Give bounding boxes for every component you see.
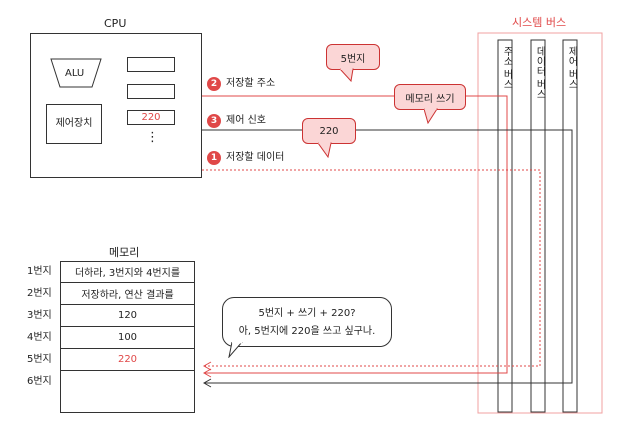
address-value: 5번지 (340, 53, 366, 65)
control-unit-label: 제어장치 (55, 118, 93, 129)
memory-cell-content: 더하라, 3번지와 4번지를 (74, 268, 181, 279)
address-bus-column (497, 39, 513, 413)
address-bus-label: 주소 버스 (501, 46, 512, 90)
memory-address: 3번지 (27, 310, 52, 321)
register-value: 220 (141, 111, 161, 123)
data-bubble-tail (318, 142, 332, 158)
memory-cell-content: 100 (117, 332, 138, 343)
control-step-number: 3 (207, 114, 221, 128)
data-step-number: 1 (207, 151, 221, 165)
address-arrow (202, 368, 212, 378)
memory-cell: 더하라, 3번지와 4번지를 (60, 261, 195, 283)
memory-cell: 220 (60, 349, 195, 371)
control-line (202, 129, 573, 384)
memory-address: 2번지 (27, 288, 52, 299)
alu-shape (50, 58, 102, 88)
control-bus-column (562, 39, 578, 413)
memory-cell: 저장하라, 연산 결과를 (60, 283, 195, 305)
system-bus-title: 시스템 버스 (512, 16, 567, 29)
register-1 (127, 57, 175, 72)
control-arrow (202, 378, 212, 388)
memory-box (60, 261, 195, 413)
speech-bubble: 5번지 + 쓰기 + 220? 아, 5번지에 220을 쓰고 싶구나. (222, 297, 392, 347)
data-bus-column (530, 39, 546, 413)
speech-line-1: 5번지 + 쓰기 + 220? (258, 308, 356, 319)
control-bus-label: 제어 버스 (566, 46, 577, 90)
address-value-bubble: 5번지 (326, 44, 380, 70)
memory-address: 6번지 (27, 376, 52, 387)
memory-cell (60, 371, 195, 393)
data-value: 220 (319, 125, 339, 137)
cpu-title: CPU (104, 17, 127, 30)
control-value: 메모리 쓰기 (405, 93, 455, 105)
address-line (202, 95, 508, 374)
memory-cell-content: 220 (117, 354, 138, 365)
address-signal-label: 저장할 주소 (226, 78, 276, 89)
control-value-bubble: 메모리 쓰기 (394, 84, 466, 110)
register-2 (127, 84, 175, 99)
memory-title: 메모리 (109, 246, 140, 259)
data-value-bubble: 220 (302, 118, 356, 144)
data-signal-label: 저장할 데이터 (226, 152, 285, 163)
data-bus-label: 데이터 버스 (534, 46, 545, 100)
control-unit: 제어장치 (46, 104, 102, 144)
memory-cell: 120 (60, 305, 195, 327)
control-bubble-tail (424, 108, 438, 124)
data-arrow (202, 361, 212, 371)
register-3: 220 (127, 110, 175, 125)
address-step-number: 2 (207, 77, 221, 91)
speech-bubble-tail (228, 342, 243, 358)
control-signal-label: 제어 신호 (226, 115, 266, 126)
memory-address: 5번지 (27, 354, 52, 365)
speech-line-2: 아, 5번지에 220을 쓰고 싶구나. (238, 326, 376, 337)
memory-address: 1번지 (27, 266, 52, 277)
alu-label: ALU (65, 68, 85, 79)
memory-cell-content: 저장하라, 연산 결과를 (81, 290, 174, 301)
system-bus-frame (477, 32, 603, 414)
memory-address: 4번지 (27, 332, 52, 343)
register-ellipsis: ⋮ (146, 130, 159, 145)
data-line (202, 169, 541, 367)
memory-cell: 100 (60, 327, 195, 349)
memory-cell-content: 120 (117, 310, 138, 321)
address-bubble-tail (340, 68, 354, 82)
